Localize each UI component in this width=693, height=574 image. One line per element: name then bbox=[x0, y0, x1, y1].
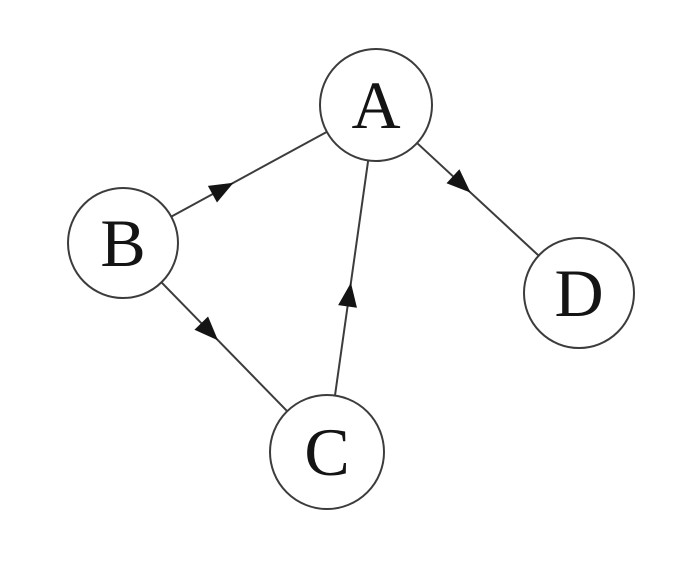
node-A: A bbox=[319, 48, 433, 162]
node-label-D: D bbox=[554, 255, 603, 331]
edge-C-A-arrowhead-icon bbox=[338, 282, 357, 308]
node-A-circle bbox=[319, 48, 433, 162]
node-label-B: B bbox=[100, 205, 145, 281]
node-label-C: C bbox=[304, 414, 349, 490]
edge-A-D bbox=[416, 142, 540, 257]
node-D-circle bbox=[523, 237, 635, 349]
node-D: D bbox=[523, 237, 635, 349]
node-B-circle bbox=[67, 187, 179, 299]
edge-B-C-arrowhead-icon bbox=[194, 316, 219, 341]
node-label-A: A bbox=[351, 67, 400, 143]
node-B: B bbox=[67, 187, 179, 299]
node-C-circle bbox=[269, 394, 385, 510]
edge-B-C bbox=[160, 281, 288, 412]
edge-B-A bbox=[170, 130, 328, 218]
edge-C-A bbox=[333, 160, 370, 396]
edge-A-D-arrowhead-icon bbox=[446, 169, 471, 193]
node-C: C bbox=[269, 394, 385, 510]
edge-B-A-arrowhead-icon bbox=[207, 182, 234, 203]
